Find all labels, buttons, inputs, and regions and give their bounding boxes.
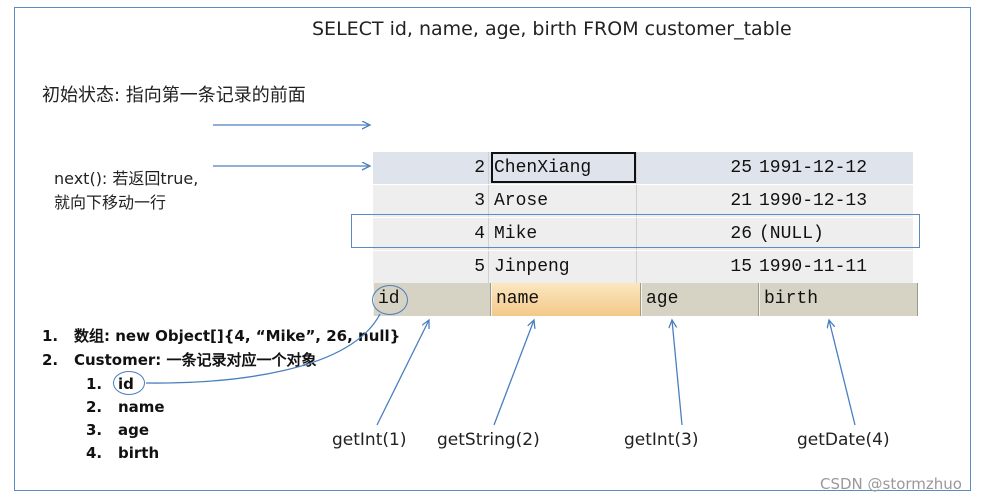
sub-item-text: age bbox=[118, 421, 150, 439]
cell-age: 15 bbox=[730, 257, 752, 277]
sub-list-item: 2. name bbox=[42, 395, 400, 418]
cell-id: 2 bbox=[373, 152, 489, 184]
list-item-text: 数组: new Object[]{4, “Mike”, 26, null} bbox=[74, 327, 401, 345]
watermark: CSDN @stormzhuo bbox=[820, 475, 962, 493]
list-item: 2. Customer: 一条记录对应一个对象 bbox=[42, 348, 400, 372]
list-number: 3. bbox=[86, 421, 103, 439]
getter-getint-3: getInt(3) bbox=[624, 430, 699, 450]
initial-state-label: 初始状态: 指向第一条记录的前面 bbox=[42, 85, 306, 106]
list-number: 1. bbox=[42, 327, 59, 345]
sql-statement: SELECT id, name, age, birth FROM custome… bbox=[312, 18, 792, 40]
cell-id: 3 bbox=[373, 185, 489, 217]
next-description-line-1: next(): 若返回true, bbox=[54, 169, 199, 188]
cell-birth: 1990-11-11 bbox=[759, 257, 868, 277]
next-description: next(): 若返回true, 就向下移动一行 bbox=[54, 167, 198, 215]
cell-age: 25 bbox=[730, 158, 752, 178]
list-number: 4. bbox=[86, 444, 103, 462]
sub-list-item: 3. age bbox=[42, 418, 400, 441]
column-header-birth[interactable]: birth bbox=[759, 283, 918, 316]
result-set-table: 2 ChenXiang 25 1991-12-12 3 Arose 21 199… bbox=[373, 152, 913, 284]
table-row: 5 Jinpeng 15 1990-11-11 bbox=[373, 251, 913, 284]
list-number: 2. bbox=[86, 398, 103, 416]
diagram-frame bbox=[14, 7, 971, 491]
getdate-4-arrow bbox=[829, 320, 856, 426]
cursor-row-highlight bbox=[351, 214, 920, 248]
getint-3-arrow bbox=[672, 320, 683, 426]
cell-age: 21 bbox=[730, 191, 752, 211]
selected-cell-outline bbox=[491, 152, 636, 183]
cell-birth: (NULL) bbox=[759, 224, 824, 244]
sub-item-text: birth bbox=[118, 444, 160, 462]
list-number: 2. bbox=[42, 351, 59, 369]
list-item-text: Customer: 一条记录对应一个对象 bbox=[74, 351, 317, 369]
id-header-circle bbox=[372, 285, 408, 315]
column-header-bar: id name age birth bbox=[373, 283, 918, 316]
next-description-line-2: 就向下移动一行 bbox=[54, 193, 167, 212]
getter-getdate-4: getDate(4) bbox=[797, 430, 890, 450]
list-item: 1. 数组: new Object[]{4, “Mike”, 26, null} bbox=[42, 324, 400, 348]
cell-age: 26 bbox=[730, 224, 752, 244]
column-header-name[interactable]: name bbox=[491, 283, 641, 316]
sub-item-text: name bbox=[118, 398, 165, 416]
id-field-circle bbox=[113, 371, 145, 395]
cell-name: Arose bbox=[491, 185, 637, 217]
column-header-age[interactable]: age bbox=[641, 283, 759, 316]
getint-1-arrow bbox=[376, 320, 429, 426]
getter-getint-1: getInt(1) bbox=[332, 430, 407, 450]
cell-id: 4 bbox=[373, 218, 489, 250]
cell-birth: 1991-12-12 bbox=[759, 158, 868, 178]
table-row: 2 ChenXiang 25 1991-12-12 bbox=[373, 152, 913, 185]
cell-id: 5 bbox=[373, 251, 489, 283]
getstring-2-arrow bbox=[493, 320, 534, 426]
cell-name: Mike bbox=[491, 218, 637, 250]
cell-name: ChenXiang bbox=[491, 152, 637, 184]
getter-getstring-2: getString(2) bbox=[437, 430, 540, 450]
table-row: 4 Mike 26 (NULL) bbox=[373, 218, 913, 251]
table-row: 3 Arose 21 1990-12-13 bbox=[373, 185, 913, 218]
cell-birth: 1990-12-13 bbox=[759, 191, 868, 211]
list-number: 1. bbox=[86, 375, 103, 393]
sub-list-item: 4. birth bbox=[42, 441, 400, 464]
cell-name: Jinpeng bbox=[491, 251, 637, 283]
id-link-curve bbox=[145, 313, 381, 384]
